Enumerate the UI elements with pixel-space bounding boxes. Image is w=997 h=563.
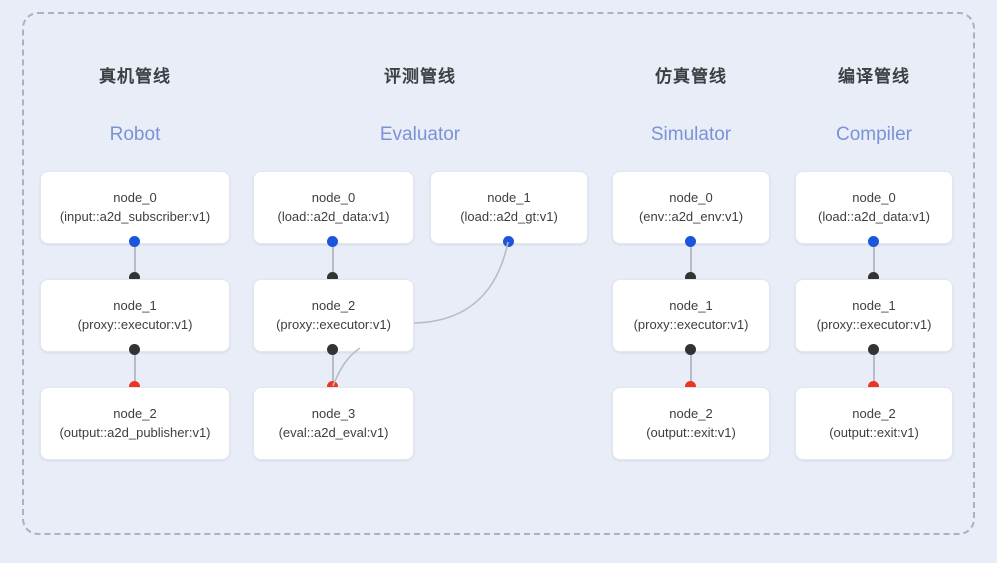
column-subtitle-robot: Robot (109, 124, 161, 145)
node-card[interactable]: node_3 (eval::a2d_eval:v1) (253, 387, 414, 460)
curved-edge-executor-to-eval (332, 347, 361, 387)
column-subtitle-simulator: Simulator (650, 124, 732, 145)
node-card[interactable]: node_1 (proxy::executor:v1) (40, 279, 230, 352)
node-card[interactable]: node_1 (load::a2d_gt:v1) (430, 171, 588, 244)
output-port-icon[interactable] (868, 236, 879, 247)
output-port-icon[interactable] (129, 236, 140, 247)
node-type: (proxy::executor:v1) (633, 316, 749, 332)
input-port-icon[interactable] (129, 381, 140, 392)
input-port-icon[interactable] (327, 272, 338, 283)
node-name: node_0 (669, 189, 713, 205)
node-type: (output::exit:v1) (829, 424, 919, 440)
column-subtitle-evaluator: Evaluator (379, 124, 461, 145)
input-port-icon[interactable] (868, 272, 879, 283)
node-card[interactable]: node_2 (proxy::executor:v1) (253, 279, 414, 352)
input-port-icon[interactable] (129, 272, 140, 283)
node-type: (env::a2d_env:v1) (638, 208, 744, 224)
node-link (873, 242, 875, 278)
node-name: node_0 (311, 189, 356, 205)
output-port-icon[interactable] (685, 236, 696, 247)
node-name: node_1 (113, 297, 157, 313)
node-type: (output::a2d_publisher:v1) (59, 424, 211, 440)
column-title-evaluator: 评测管线 (384, 67, 456, 86)
output-port-icon[interactable] (868, 344, 879, 355)
node-type: (proxy::executor:v1) (816, 316, 932, 332)
node-name: node_2 (311, 297, 356, 313)
input-port-icon[interactable] (685, 272, 696, 283)
column-title-compiler: 编译管线 (838, 67, 910, 86)
node-name: node_2 (669, 405, 713, 421)
node-card[interactable]: node_0 (load::a2d_data:v1) (253, 171, 414, 244)
node-link (873, 350, 875, 386)
node-type: (proxy::executor:v1) (276, 316, 391, 332)
node-type: (input::a2d_subscriber:v1) (59, 208, 211, 224)
node-name: node_0 (852, 189, 896, 205)
node-link (134, 242, 136, 278)
node-card[interactable]: node_2 (output::exit:v1) (795, 387, 953, 460)
node-card[interactable]: node_2 (output::a2d_publisher:v1) (40, 387, 230, 460)
node-type: (load::a2d_data:v1) (817, 208, 931, 224)
node-type: (output::exit:v1) (646, 424, 736, 440)
node-link (690, 350, 692, 386)
output-port-icon[interactable] (327, 236, 338, 247)
node-name: node_1 (487, 189, 531, 205)
node-name: node_2 (852, 405, 896, 421)
node-link (134, 350, 136, 386)
curved-edge-gt-to-executor (413, 241, 509, 324)
node-name: node_0 (113, 189, 157, 205)
node-name: node_1 (852, 297, 896, 313)
node-name: node_2 (113, 405, 157, 421)
node-link (332, 242, 334, 278)
output-port-icon[interactable] (685, 344, 696, 355)
output-port-icon[interactable] (129, 344, 140, 355)
node-name: node_1 (669, 297, 713, 313)
output-port-icon[interactable] (503, 236, 514, 247)
node-card[interactable]: node_1 (proxy::executor:v1) (795, 279, 953, 352)
column-title-robot: 真机管线 (99, 67, 171, 86)
node-card[interactable]: node_2 (output::exit:v1) (612, 387, 770, 460)
node-type: (proxy::executor:v1) (77, 316, 193, 332)
node-link (690, 242, 692, 278)
node-type: (load::a2d_gt:v1) (460, 208, 558, 224)
node-type: (eval::a2d_eval:v1) (278, 424, 389, 440)
output-port-icon[interactable] (327, 344, 338, 355)
node-name: node_3 (311, 405, 356, 421)
column-title-simulator: 仿真管线 (655, 67, 727, 86)
input-port-icon[interactable] (327, 381, 338, 392)
node-type: (load::a2d_data:v1) (277, 208, 390, 224)
column-subtitle-compiler: Compiler (835, 124, 913, 145)
node-card[interactable]: node_0 (input::a2d_subscriber:v1) (40, 171, 230, 244)
input-port-icon[interactable] (868, 381, 879, 392)
input-port-icon[interactable] (685, 381, 696, 392)
node-card[interactable]: node_0 (env::a2d_env:v1) (612, 171, 770, 244)
node-card[interactable]: node_0 (load::a2d_data:v1) (795, 171, 953, 244)
node-card[interactable]: node_1 (proxy::executor:v1) (612, 279, 770, 352)
